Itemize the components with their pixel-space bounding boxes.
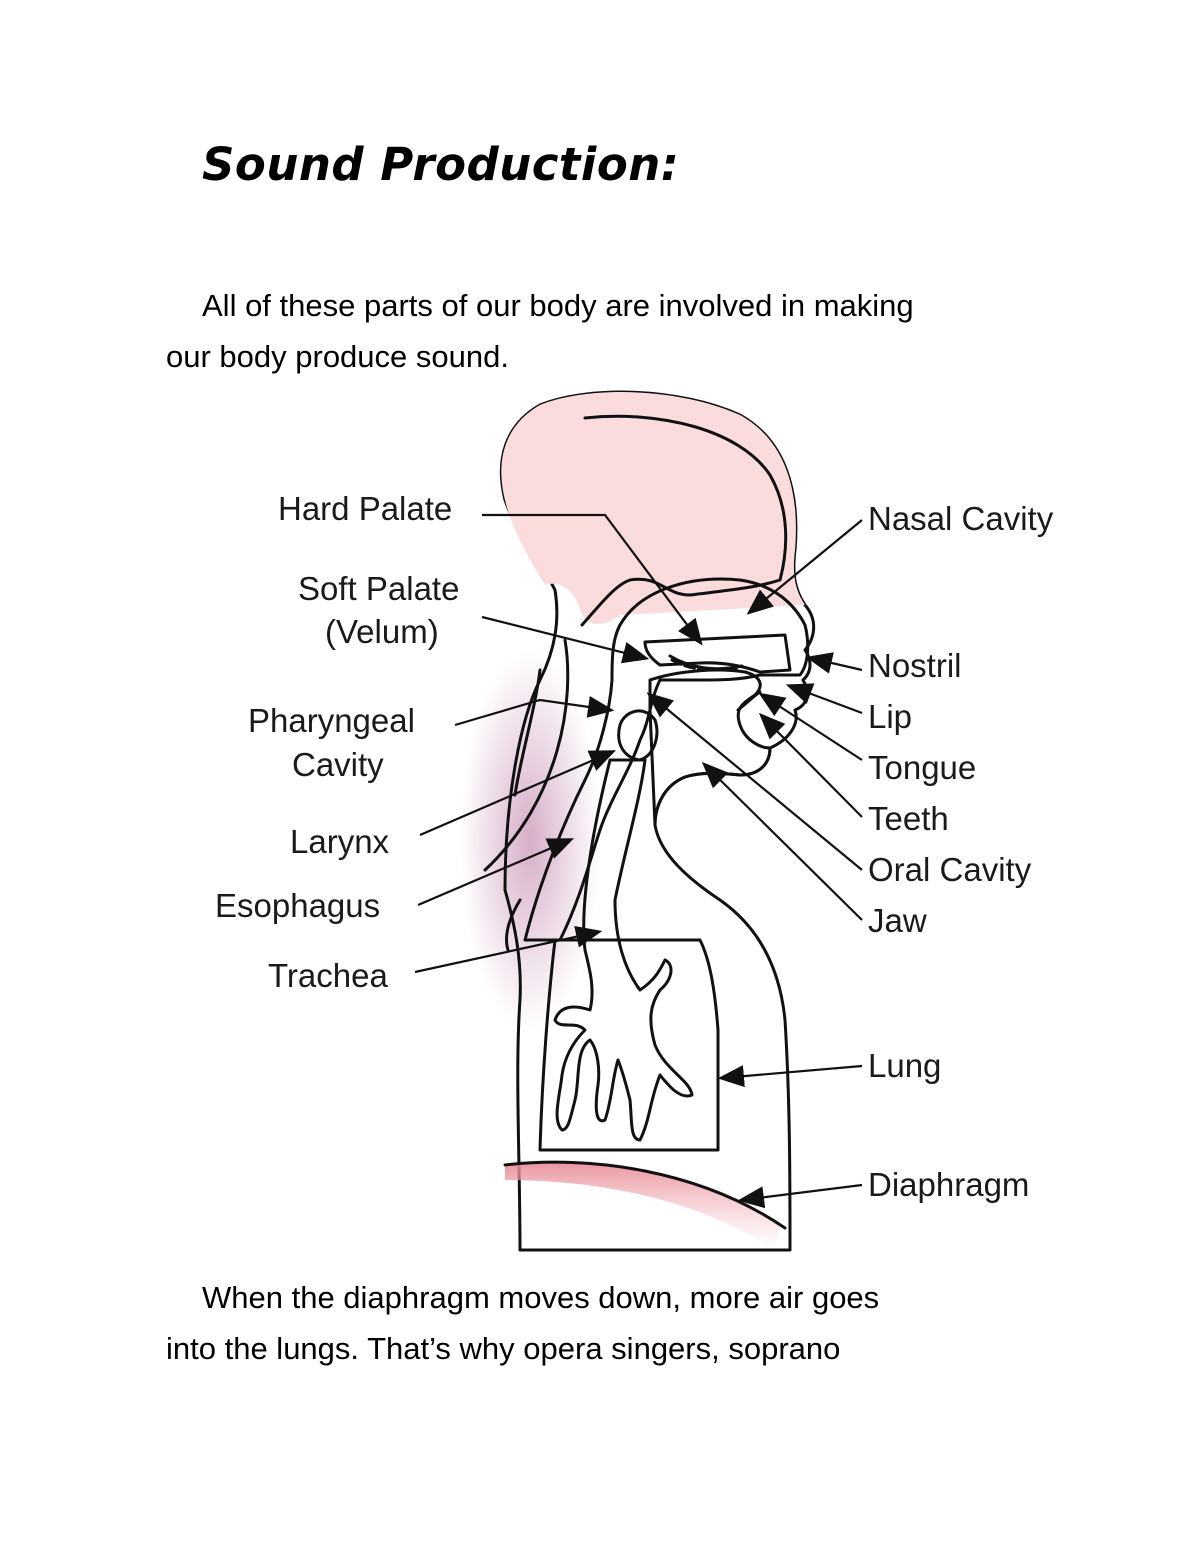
leader-larynx xyxy=(419,750,617,837)
oral-cavity-shape xyxy=(648,668,772,827)
label-pharyngeal: Pharyngeal xyxy=(248,702,415,739)
neck-shadow xyxy=(460,650,600,1030)
neck-back-line xyxy=(483,638,570,872)
trachea-shape xyxy=(553,758,694,1142)
back-line-lower xyxy=(505,898,522,952)
intro-line-2: our body produce sound. xyxy=(166,339,509,374)
hard-palate-shape xyxy=(643,633,792,674)
label-tongue: Tongue xyxy=(868,749,976,786)
label-pharyngeal-cavity: Cavity xyxy=(292,746,384,783)
label-esophagus: Esophagus xyxy=(215,887,380,924)
leader-pharyngeal xyxy=(454,695,615,727)
leader-lung xyxy=(717,1064,863,1088)
skull-curve xyxy=(583,414,788,582)
label-lung: Lung xyxy=(868,1047,941,1084)
leader-trachea xyxy=(414,925,603,974)
leader-jaw xyxy=(701,761,863,921)
cranium xyxy=(501,392,805,625)
label-nostril: Nostril xyxy=(868,647,962,684)
lungs xyxy=(538,938,720,1152)
body-paragraph: When the diaphragm moves down, more air … xyxy=(166,1272,1066,1374)
label-trachea: Trachea xyxy=(268,957,388,994)
label-nasal-cavity: Nasal Cavity xyxy=(868,500,1054,537)
label-teeth: Teeth xyxy=(868,800,949,837)
leader-hard-palate xyxy=(482,513,703,646)
intro-line-1: All of these parts of our body are invol… xyxy=(202,288,914,323)
teeth-outline xyxy=(668,654,744,671)
leader-oral-cavity xyxy=(646,692,863,871)
page-title: Sound Production: xyxy=(202,138,680,191)
label-lip: Lip xyxy=(868,698,912,735)
label-diaphragm: Diaphragm xyxy=(868,1166,1029,1203)
leader-nasal-cavity xyxy=(746,519,863,615)
skull-base xyxy=(580,577,782,627)
epiglottis xyxy=(617,709,659,762)
diaphragm-glow xyxy=(505,1162,780,1250)
spine-line xyxy=(513,668,542,797)
intro-paragraph: All of these parts of our body are invol… xyxy=(166,280,1066,382)
leader-diaphragm xyxy=(737,1183,863,1209)
leader-nostril xyxy=(805,652,863,674)
lower-teeth xyxy=(736,690,762,712)
leader-soft-palate xyxy=(481,615,650,664)
label-larynx: Larynx xyxy=(290,823,390,860)
leader-teeth xyxy=(758,712,863,818)
leader-tongue xyxy=(758,692,863,761)
leader-lip xyxy=(785,683,863,715)
body-line-2: into the lungs. That’s why opera singers… xyxy=(166,1331,841,1366)
label-soft-palate: Soft Palate xyxy=(298,570,459,607)
label-jaw: Jaw xyxy=(868,902,927,939)
label-oral-cavity: Oral Cavity xyxy=(868,851,1032,888)
leader-esophagus xyxy=(417,838,575,907)
sound-production-diagram: Hard Palate Soft Palate (Velum) Pharynge… xyxy=(215,390,1054,1252)
label-velum: (Velum) xyxy=(325,613,439,650)
body-line-1: When the diaphragm moves down, more air … xyxy=(202,1280,880,1315)
label-hard-palate: Hard Palate xyxy=(278,490,452,527)
